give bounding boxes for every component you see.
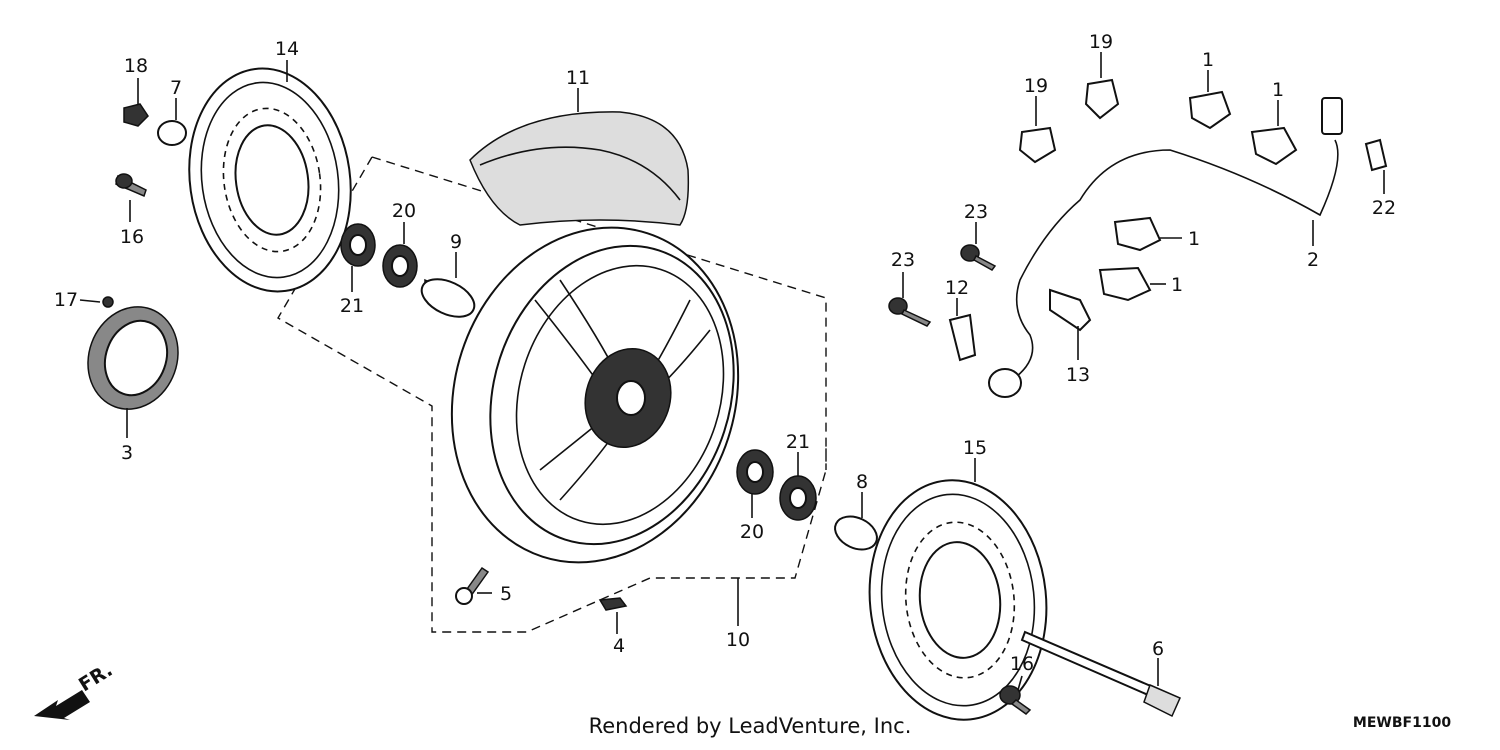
collar-7[interactable]	[157, 120, 187, 146]
callout-3: 3	[121, 442, 133, 464]
pulser-ring-3[interactable]	[74, 294, 192, 422]
callout-21-left: 21	[340, 295, 364, 317]
callout-13: 13	[1066, 364, 1090, 386]
callout-21-right: 21	[786, 431, 810, 453]
callout-5: 5	[500, 583, 512, 605]
bearing-20-right[interactable]	[736, 449, 774, 495]
callout-1-d: 1	[1171, 274, 1183, 296]
sensor-bracket-13[interactable]	[1049, 288, 1092, 332]
callout-11: 11	[566, 67, 590, 89]
clamp-19-left[interactable]	[1018, 126, 1057, 164]
callout-1-c: 1	[1188, 228, 1200, 250]
spacer-9[interactable]	[416, 272, 480, 325]
clamp-1-b[interactable]	[1250, 126, 1298, 166]
callout-20-left: 20	[392, 200, 416, 222]
callout-23-upper: 23	[964, 201, 988, 223]
speed-sensor-cable-2[interactable]	[1011, 97, 1343, 381]
assembly-boundary	[277, 156, 827, 633]
nut-18[interactable]	[123, 103, 149, 127]
callout-16-left: 16	[120, 226, 144, 248]
footer-credit: Rendered by LeadVenture, Inc.	[589, 714, 912, 738]
callout-17: 17	[54, 289, 78, 311]
bolt-23-lower[interactable]	[888, 297, 932, 327]
callout-18: 18	[124, 55, 148, 77]
brake-disc-14[interactable]	[175, 58, 365, 302]
clamp-1-a[interactable]	[1188, 90, 1232, 130]
callout-labels: 14 18 7 16 17 3 11 20 21 9 21 20 8 10 5 …	[54, 31, 1396, 675]
bearing-20-left[interactable]	[382, 244, 418, 288]
callout-16-right: 16	[1010, 653, 1034, 675]
clip-22[interactable]	[1364, 138, 1388, 172]
callout-9: 9	[450, 231, 462, 253]
bolt-23-upper[interactable]	[960, 244, 997, 271]
axle-6[interactable]	[1020, 630, 1181, 718]
clamp-1-c[interactable]	[1113, 216, 1162, 252]
clamp-19-right[interactable]	[1084, 78, 1120, 120]
wheel-10[interactable]	[409, 190, 780, 600]
clamp-1-d[interactable]	[1098, 266, 1152, 302]
callout-14: 14	[275, 38, 299, 60]
callout-15: 15	[963, 437, 987, 459]
callout-20-right: 20	[740, 521, 764, 543]
callout-4: 4	[613, 635, 625, 657]
callout-2: 2	[1307, 249, 1319, 271]
bolt-16-left[interactable]	[115, 173, 147, 198]
bearing-21-right[interactable]	[779, 475, 817, 521]
bearing-21-left[interactable]	[340, 223, 376, 267]
callout-23-lower: 23	[891, 249, 915, 271]
callout-19-top: 19	[1089, 31, 1113, 53]
brake-disc-15[interactable]	[858, 471, 1058, 728]
callout-12: 12	[945, 277, 969, 299]
weight-4[interactable]	[598, 597, 628, 611]
screw-17[interactable]	[102, 296, 114, 308]
callout-7: 7	[170, 77, 182, 99]
callout-10: 10	[726, 629, 750, 651]
sensor-12[interactable]	[948, 313, 1022, 398]
callout-1-a: 1	[1202, 49, 1214, 71]
callout-8: 8	[856, 471, 868, 493]
tire-11[interactable]	[469, 111, 690, 226]
leader-lines	[79, 52, 1385, 691]
diagram-code: MEWBF1100	[1353, 715, 1451, 731]
callout-19-left: 19	[1024, 75, 1048, 97]
callout-6: 6	[1152, 638, 1164, 660]
valve-5[interactable]	[455, 566, 490, 605]
callout-1-b: 1	[1272, 79, 1284, 101]
spacer-8[interactable]	[830, 510, 883, 556]
callout-22: 22	[1372, 197, 1396, 219]
bolt-16-right[interactable]	[999, 685, 1032, 715]
front-arrow-icon: FR.	[34, 659, 116, 720]
